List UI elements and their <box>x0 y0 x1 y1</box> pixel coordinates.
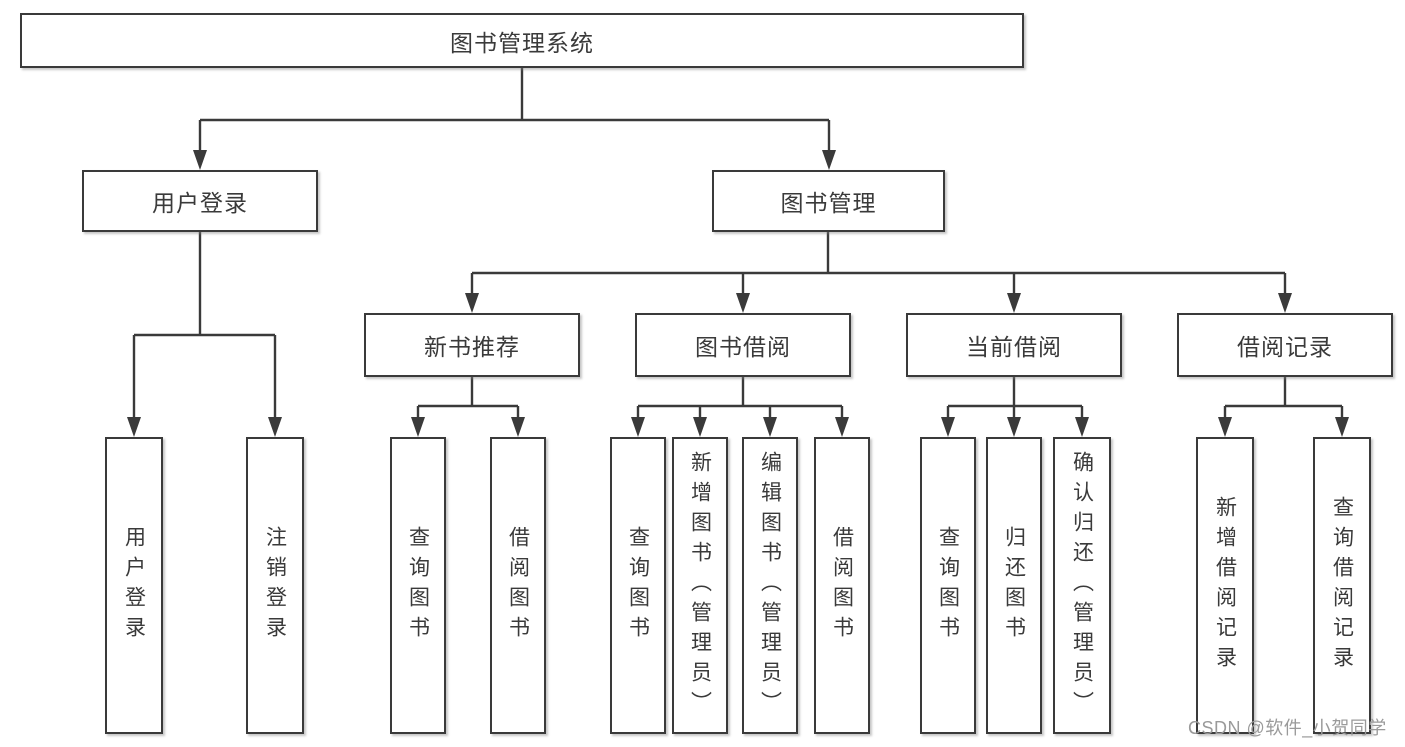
arrowhead-borrow-record <box>1278 293 1292 313</box>
leaf-borrow-query-books: 查询图书 <box>610 437 666 734</box>
node-borrow-record-label: 借阅记录 <box>1237 334 1333 360</box>
arrowhead-add-record <box>1218 417 1232 437</box>
leaf-confirm-return-admin-label: 确认归还（管理员） <box>1070 450 1094 721</box>
arrowhead-borrow-books <box>835 417 849 437</box>
leaf-current-query-books-label: 查询图书 <box>936 525 960 646</box>
node-book-borrow: 图书借阅 <box>635 313 851 377</box>
leaf-add-books-admin-label: 新增图书（管理员） <box>688 450 712 721</box>
csdn-watermark: CSDN @软件_小贺同学 <box>1188 718 1387 738</box>
node-borrow-record: 借阅记录 <box>1177 313 1393 377</box>
leaf-borrow-borrow-books: 借阅图书 <box>814 437 870 734</box>
leaf-user-login-label: 用户登录 <box>122 525 146 646</box>
node-library-management-system: 图书管理系统 <box>20 13 1024 68</box>
node-new-book-recommend-label: 新书推荐 <box>424 334 520 360</box>
leaf-add-borrow-record-label: 新增借阅记录 <box>1213 495 1237 676</box>
arrowhead-leaf-user-login <box>127 417 141 437</box>
arrowhead-recommend-borrow <box>511 417 525 437</box>
arrowhead-book-management <box>822 150 836 170</box>
connector-book-management-children <box>470 232 1287 295</box>
arrowhead-leaf-logout <box>268 417 282 437</box>
arrowhead-current-borrow <box>1007 293 1021 313</box>
arrowhead-edit-books <box>763 417 777 437</box>
arrowhead-return-books <box>1007 417 1021 437</box>
node-book-management-label: 图书管理 <box>780 190 877 216</box>
leaf-recommend-borrow-books: 借阅图书 <box>490 437 546 734</box>
connector-current-children <box>946 377 1084 419</box>
arrowhead-borrow-query <box>631 417 645 437</box>
node-current-borrow: 当前借阅 <box>906 313 1122 377</box>
arrowhead-book-borrow <box>736 293 750 313</box>
node-current-borrow-label: 当前借阅 <box>966 334 1062 360</box>
arrowhead-new-book-recommend <box>465 293 479 313</box>
leaf-query-borrow-record-label: 查询借阅记录 <box>1330 495 1354 676</box>
leaf-confirm-return-admin: 确认归还（管理员） <box>1053 437 1111 734</box>
node-book-borrow-label: 图书借阅 <box>695 334 791 360</box>
leaf-logout-label: 注销登录 <box>263 525 287 646</box>
leaf-return-books: 归还图书 <box>986 437 1042 734</box>
node-book-management: 图书管理 <box>712 170 945 232</box>
leaf-recommend-query-books-label: 查询图书 <box>406 525 430 646</box>
leaf-logout: 注销登录 <box>246 437 304 734</box>
connector-borrow-children <box>636 377 844 419</box>
arrowhead-user-login <box>193 150 207 170</box>
arrowhead-current-query <box>941 417 955 437</box>
connector-recommend-children <box>416 377 520 419</box>
node-new-book-recommend: 新书推荐 <box>364 313 580 377</box>
leaf-return-books-label: 归还图书 <box>1002 525 1026 646</box>
leaf-current-query-books: 查询图书 <box>920 437 976 734</box>
leaf-edit-books-admin-label: 编辑图书（管理员） <box>758 450 782 721</box>
connector-record-children <box>1223 377 1344 419</box>
arrowhead-add-books <box>693 417 707 437</box>
leaf-borrow-borrow-books-label: 借阅图书 <box>830 525 854 646</box>
leaf-add-books-admin: 新增图书（管理员） <box>672 437 728 734</box>
connector-user-login-children <box>132 232 277 419</box>
leaf-user-login: 用户登录 <box>105 437 163 734</box>
leaf-recommend-borrow-books-label: 借阅图书 <box>506 525 530 646</box>
leaf-borrow-query-books-label: 查询图书 <box>626 525 650 646</box>
leaf-edit-books-admin: 编辑图书（管理员） <box>742 437 798 734</box>
node-user-login-label: 用户登录 <box>152 190 248 216</box>
arrowhead-confirm-return <box>1075 417 1089 437</box>
node-user-login: 用户登录 <box>82 170 318 232</box>
arrowhead-recommend-query <box>411 417 425 437</box>
node-library-management-system-label: 图书管理系统 <box>450 29 594 56</box>
leaf-add-borrow-record: 新增借阅记录 <box>1196 437 1254 734</box>
leaf-query-borrow-record: 查询借阅记录 <box>1313 437 1371 734</box>
arrowhead-query-record <box>1335 417 1349 437</box>
leaf-recommend-query-books: 查询图书 <box>390 437 446 734</box>
connector-root-to-level2 <box>198 68 831 152</box>
